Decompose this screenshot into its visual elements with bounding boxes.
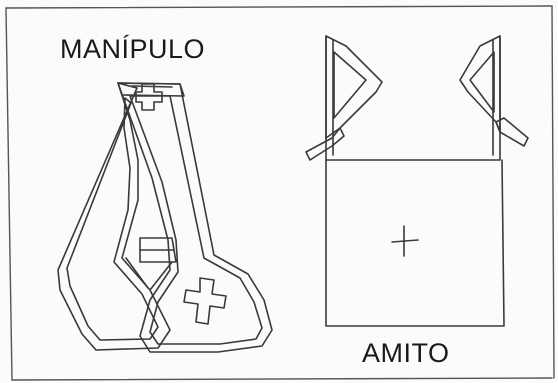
manipulo-right-strip <box>118 83 272 352</box>
amito-body <box>326 36 504 326</box>
manipulo-left-strip <box>58 83 170 350</box>
amito-right-strap <box>460 36 528 146</box>
manipulo-top-cross-icon <box>136 84 162 110</box>
manipulo-illustration <box>58 83 272 352</box>
amito-illustration <box>306 36 528 326</box>
amito-cross-icon <box>392 226 418 256</box>
manipulo-label: MANÍPULO <box>60 34 205 65</box>
manipulo-bottom-cross-icon <box>184 278 226 324</box>
amito-label: AMITO <box>362 338 450 369</box>
amito-left-strap <box>306 36 382 160</box>
